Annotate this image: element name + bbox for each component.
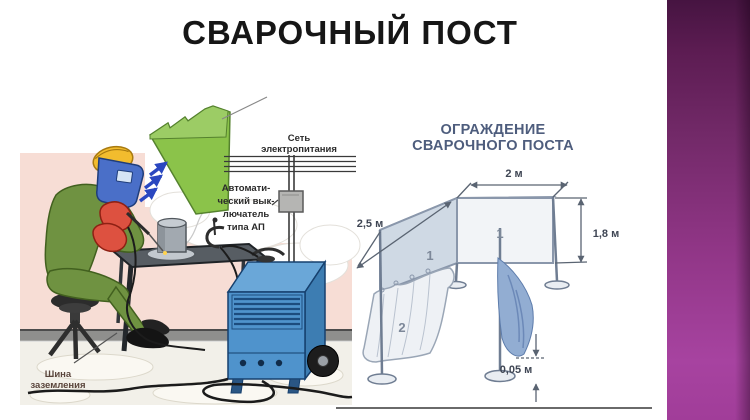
workstation-labels: Сеть электропитания Автомати- ческий вык… [30,133,336,391]
floor-cables [27,377,353,404]
circuit-breaker-box [271,190,304,213]
dim-width-label: 2 м [505,168,522,180]
blue-curtain [497,257,534,357]
machine-vents [234,297,300,326]
weld-spark [163,251,167,255]
callout-back-screen: 1 [496,226,503,241]
enclosure-frame [379,195,570,294]
back-screen-panel [456,197,554,264]
slide-title: СВАРОЧНЫЙ ПОСТ [182,14,518,51]
workpiece [146,217,196,262]
frame-poles [454,196,559,283]
welder-glove-left [92,222,128,253]
breaker-label-line4: типа АП [227,222,265,233]
protective-curtain [362,267,455,363]
power-net-label-line1: Сеть [288,133,311,144]
hood-leader-line [221,96,268,120]
welding-station-illustration: Сеть электропитания Автомати- ческий вык… [20,96,361,405]
dimension-lines [356,181,588,402]
enclosure-diagram: ОГРАЖДЕНИЕ СВАРОЧНОГО ПОСТА 2 м 2,5 м 1,… [336,122,652,409]
callout-curtain: 2 [398,320,405,335]
electrode [148,233,164,252]
welding-cable [126,226,206,351]
dim-height-label: 1,8 м [593,228,620,240]
ground-bus-label-line2: заземления [30,380,85,391]
accent-stripe [667,0,750,420]
pole-base [484,369,516,383]
fume-arrow-icons [138,161,169,203]
power-net-label-line2: электропитания [261,144,337,155]
pole-base [544,280,570,290]
machine-knobs [239,359,283,367]
breaker-label-line1: Автомати- [222,183,271,194]
mask-window [115,169,133,184]
dim-depth-label: 2,5 м [357,218,384,230]
welding-mask [96,157,144,208]
pole-base [367,373,397,385]
diagram-title-line2: СВАРОЧНОГО ПОСТА [412,138,574,154]
welder-figure [44,145,206,351]
ground-bus-label-line1: Шина [45,369,72,380]
breaker-label-line3: лючатель [223,209,270,220]
ventilation-hood [148,96,268,215]
electrode-holder [125,211,151,236]
curtain-folds [376,273,431,358]
callout-side-screen: 1 [426,248,433,263]
breaker-label-line2: ческий вык- [218,196,275,207]
dim-gap-label: 0,05 м [500,364,533,376]
diagram-title-line1: ОГРАЖДЕНИЕ [440,122,545,138]
ground-bus-leader-line [73,332,118,364]
